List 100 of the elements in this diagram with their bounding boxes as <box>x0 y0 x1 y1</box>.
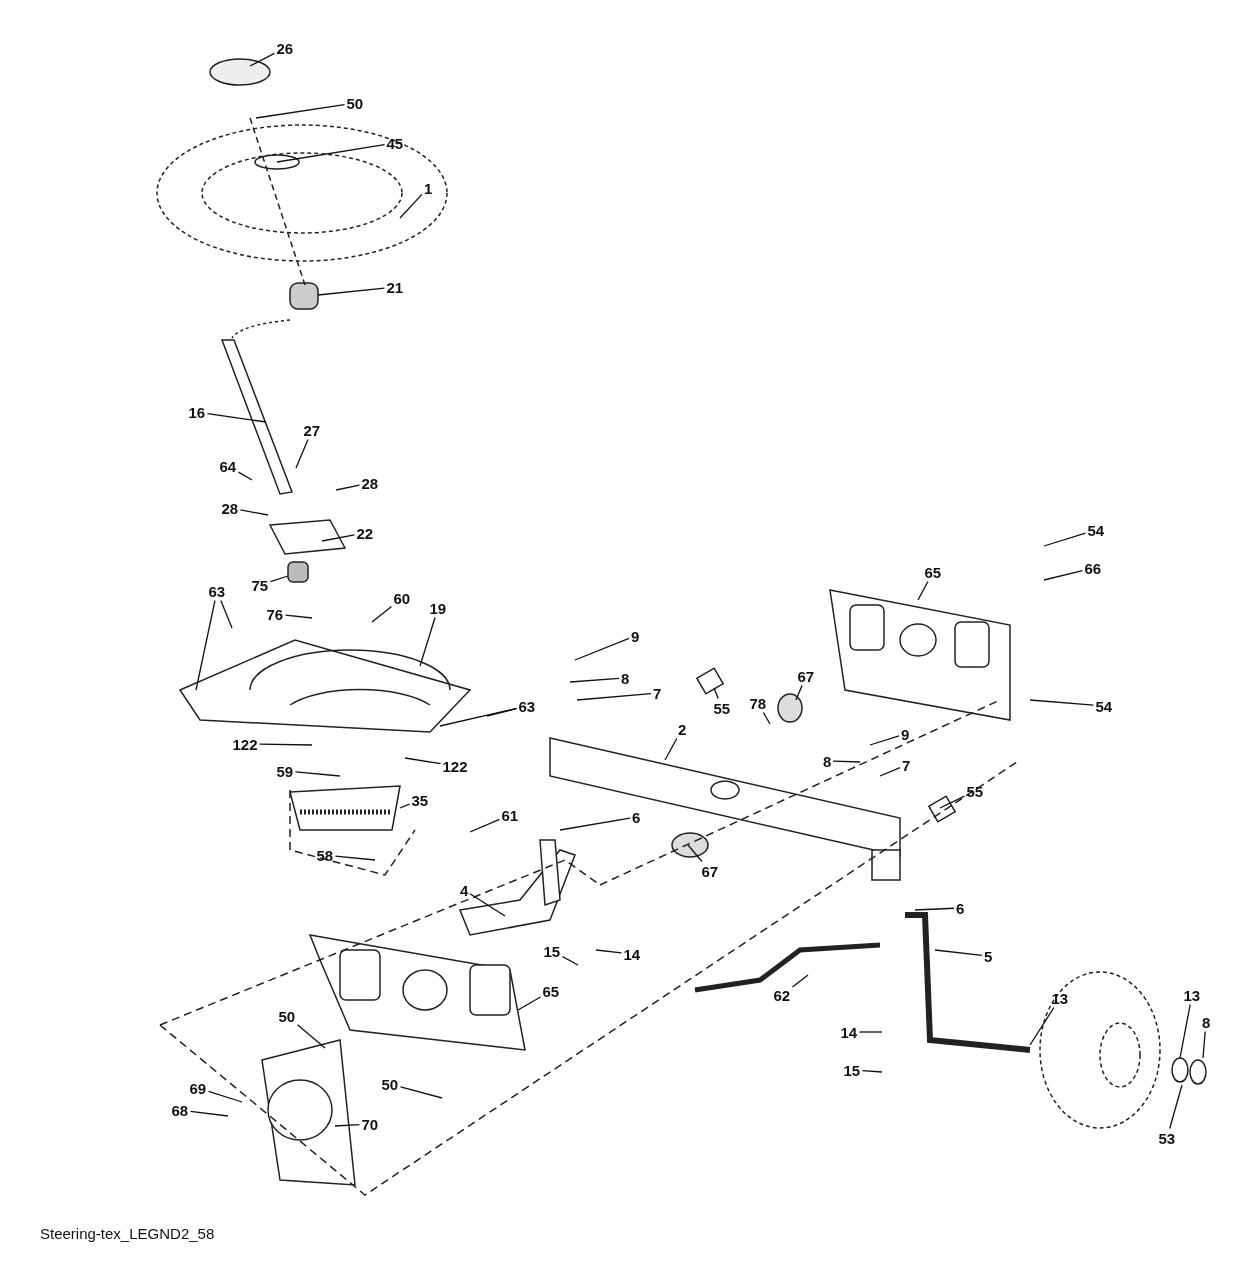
leader-line <box>399 193 423 219</box>
leader-line <box>869 735 900 746</box>
leader-line <box>486 708 518 717</box>
callout-number: 6 <box>631 808 642 826</box>
leader-line <box>206 412 267 423</box>
caption: Steering-tex_LEGND2_58 <box>40 1225 215 1242</box>
callout-number: 63 <box>517 697 537 715</box>
callout-number: 9 <box>900 725 911 743</box>
leader-line <box>469 818 501 833</box>
leader-line <box>419 616 436 667</box>
callout-number: 78 <box>748 694 768 712</box>
callout-number: 122 <box>441 757 469 775</box>
callout-number: 16 <box>187 403 207 421</box>
leader-line <box>1043 532 1087 547</box>
callout-number: 4 <box>459 881 470 899</box>
callout-number: 9 <box>630 627 641 645</box>
leader-line <box>1179 1003 1191 1059</box>
callout-number: 50 <box>380 1075 400 1093</box>
callout-number: 55 <box>712 699 732 717</box>
leader-line <box>762 711 771 725</box>
leader-line <box>195 599 216 691</box>
leader-line <box>517 996 542 1011</box>
callout-number: 64 <box>218 457 238 475</box>
leader-line <box>861 1070 883 1073</box>
callout-number: 14 <box>622 945 642 963</box>
callout-number: 8 <box>822 752 833 770</box>
callout-number: 35 <box>410 791 430 809</box>
callout-number: 1 <box>423 179 434 197</box>
leader-line <box>1202 1030 1206 1059</box>
leader-line <box>255 103 346 119</box>
callout-number: 66 <box>1083 559 1103 577</box>
callout-number: 26 <box>275 39 295 57</box>
callout-number: 122 <box>231 735 259 753</box>
callout-number: 67 <box>700 862 720 880</box>
leader-line <box>189 1110 229 1117</box>
callout-number: 13 <box>1182 986 1202 1004</box>
leader-line <box>399 1086 443 1099</box>
leader-line <box>335 484 361 491</box>
leader-line <box>879 766 901 777</box>
leader-line <box>404 757 442 765</box>
leader-line <box>791 974 809 988</box>
leader-line <box>687 844 703 863</box>
leader-line <box>1029 1006 1055 1046</box>
callout-number: 55 <box>965 782 985 800</box>
callout-number: 53 <box>1157 1129 1177 1147</box>
callout-number: 7 <box>901 756 912 774</box>
leader-line <box>1029 699 1095 706</box>
callout-number: 13 <box>1050 989 1070 1007</box>
leader-line <box>569 677 620 683</box>
callout-number: 45 <box>385 134 405 152</box>
callout-number: 15 <box>542 942 562 960</box>
leader-line <box>559 817 631 831</box>
callout-number: 19 <box>428 599 448 617</box>
callout-number: 61 <box>500 806 520 824</box>
callout-number: 58 <box>315 846 335 864</box>
callout-number: 14 <box>839 1023 859 1041</box>
leader-line <box>321 534 356 542</box>
leader-line <box>207 1090 243 1103</box>
leader-line <box>237 471 253 481</box>
leader-line <box>934 949 983 956</box>
leader-line <box>295 438 309 469</box>
callout-number: 70 <box>360 1115 380 1133</box>
leader-line <box>296 1024 326 1049</box>
leader-line <box>469 893 506 917</box>
leader-line <box>576 692 652 701</box>
leader-line <box>917 580 929 601</box>
callout-number: 15 <box>842 1061 862 1079</box>
callout-number: 65 <box>923 563 943 581</box>
callout-number: 8 <box>1201 1013 1212 1031</box>
leader-line <box>439 707 518 727</box>
leader-line <box>399 803 411 809</box>
callout-number: 62 <box>772 986 792 1004</box>
callout-number: 21 <box>385 278 405 296</box>
leader-line <box>284 614 313 619</box>
callout-number: 75 <box>250 576 270 594</box>
callout-number: 65 <box>541 982 561 1000</box>
leader-line <box>269 575 289 583</box>
leader-line <box>858 1031 883 1033</box>
leader-line <box>1169 1084 1183 1130</box>
leader-line <box>595 949 623 954</box>
leader-line <box>276 144 386 163</box>
callout-number: 67 <box>796 667 816 685</box>
callout-number: 27 <box>302 421 322 439</box>
callout-number: 76 <box>265 605 285 623</box>
leader-line <box>664 737 678 761</box>
leader-line <box>1043 569 1084 581</box>
leader-line <box>713 687 719 700</box>
leader-line <box>574 637 630 661</box>
callout-number: 5 <box>983 947 994 965</box>
leader-line <box>317 287 386 296</box>
callout-number: 50 <box>345 94 365 112</box>
leader-line <box>561 956 579 966</box>
callout-number: 28 <box>220 499 240 517</box>
callout-number: 2 <box>677 720 688 738</box>
callout-number: 28 <box>360 474 380 492</box>
callout-number: 6 <box>955 899 966 917</box>
callout-number: 54 <box>1094 697 1114 715</box>
callout-number: 22 <box>355 524 375 542</box>
leader-line <box>795 684 803 701</box>
callout-number: 54 <box>1086 521 1106 539</box>
